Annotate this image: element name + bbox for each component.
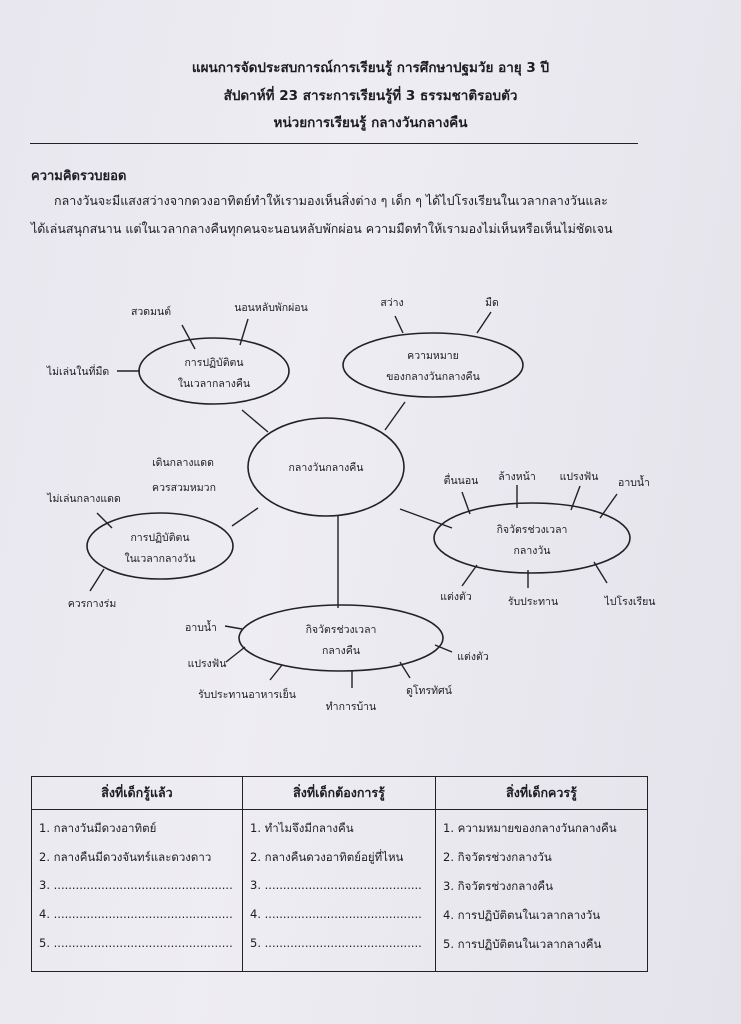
- day-activities-title-2: กลางวัน: [514, 545, 551, 557]
- list-item: 1. กลางวันมีดวงอาทิตย์: [39, 821, 157, 835]
- meaning-item: มืด: [485, 296, 499, 309]
- meaning-title-1: ความหมาย: [407, 350, 459, 362]
- plan-title: แผนการจัดประสบการณ์การเรียนรู้ การศึกษาป…: [191, 60, 550, 76]
- concept-paragraph-line-1: กลางวันจะมีแสงสว่างจากดวงอาทิตย์ทำให้เรา…: [54, 193, 608, 208]
- concept-heading: ความคิดรวบยอด: [31, 169, 127, 184]
- day-conduct-item: เดินกลางแดด: [152, 457, 214, 469]
- kwl-col-should: 1. ความหมายของกลางวันกลางคืน 2. กิจวัตรช…: [435, 809, 648, 972]
- night-activities-title-2: กลางคืน: [322, 644, 360, 657]
- day-conduct-ellipse: [86, 512, 234, 580]
- day-conduct-item: ไม่เล่นกลางแดด: [46, 492, 121, 505]
- night-activities-item: ดูโทรทัศน์: [406, 684, 452, 697]
- kwl-header-want: สิ่งที่เด็กต้องการรู้: [242, 776, 436, 810]
- meaning-ellipse: [342, 332, 524, 398]
- list-item: 5. .....................................…: [39, 936, 233, 950]
- list-item: 2. กิจวัตรช่วงกลางวัน: [443, 850, 552, 864]
- night-activities-item: รับประทานอาหารเย็น: [198, 687, 296, 701]
- day-conduct-item: ควรสวมหมวก: [152, 482, 216, 494]
- day-conduct-title-2: ในเวลากลางวัน: [124, 552, 195, 565]
- kwl-table: สิ่งที่เด็กรู้แล้ว สิ่งที่เด็กต้องการรู้…: [31, 776, 648, 972]
- kwl-header-known: สิ่งที่เด็กรู้แล้ว: [31, 776, 243, 810]
- list-item: 3. กิจวัตรช่วงกลางคืน: [443, 879, 553, 893]
- concept-paragraph-line-2: ได้เล่นสนุกสนาน แต่ในเวลากลางคืนทุกคนจะน…: [31, 221, 613, 236]
- day-conduct-item: ควรกางร่ม: [68, 598, 117, 610]
- list-item: 3. .....................................…: [39, 878, 233, 892]
- night-conduct-title-1: การปฏิบัติตน: [184, 357, 243, 369]
- night-activities-ellipse: [238, 604, 444, 672]
- list-item: 5. การปฏิบัติตนในเวลากลางคืน: [443, 937, 602, 951]
- kwl-col-want: 1. ทำไมจึงมีกลางคืน 2. กลางคืนดวงอาทิตย์…: [242, 809, 436, 972]
- day-activities-title-1: กิจวัตรช่วงเวลา: [497, 524, 568, 536]
- meaning-title-2: ของกลางวันกลางคืน: [386, 370, 480, 383]
- center-node-ellipse: [247, 417, 405, 517]
- list-item: 2. กลางคืนดวงอาทิตย์อยู่ที่ไหน: [250, 850, 404, 864]
- kwl-body-row: 1. กลางวันมีดวงอาทิตย์ 2. กลางคืนมีดวงจั…: [31, 809, 648, 972]
- day-activities-item: อาบน้ำ: [618, 475, 650, 489]
- night-conduct-item: ไม่เล่นในที่มืด: [46, 364, 109, 378]
- kwl-col-known: 1. กลางวันมีดวงอาทิตย์ 2. กลางคืนมีดวงจั…: [31, 809, 243, 972]
- day-activities-item: ล้างหน้า: [498, 471, 535, 483]
- day-activities-item: แปรงฟัน: [560, 471, 599, 483]
- night-activities-item: อาบน้ำ: [185, 620, 217, 634]
- list-item: 2. กลางคืนมีดวงจันทร์และดวงดาว: [39, 850, 212, 864]
- meaning-item: สว่าง: [380, 297, 403, 309]
- day-conduct-title-1: การปฏิบัติตน: [130, 532, 189, 544]
- night-activities-item: แต่งตัว: [457, 651, 489, 663]
- day-activities-item: รับประทาน: [508, 596, 558, 608]
- list-item: 4. .....................................…: [39, 907, 233, 921]
- list-item: 4. การปฏิบัติตนในเวลากลางวัน: [443, 908, 601, 922]
- kwl-header-should: สิ่งที่เด็กควรรู้: [435, 776, 648, 810]
- day-activities-item: ตื่นนอน: [444, 473, 479, 487]
- night-activities-title-1: กิจวัตรช่วงเวลา: [306, 624, 377, 636]
- list-item: 3. .....................................…: [250, 878, 422, 892]
- night-conduct-title-2: ในเวลากลางคืน: [178, 377, 250, 390]
- learning-unit-line: หน่วยการเรียนรู้ กลางวันกลางคืน: [273, 115, 468, 131]
- mind-map: กลางวันกลางคืน การปฏิบัติตน ในเวลากลางคื…: [46, 296, 656, 713]
- day-activities-item: แต่งตัว: [440, 591, 472, 603]
- night-activities-item: แปรงฟัน: [188, 658, 227, 670]
- list-item: 4. .....................................…: [250, 907, 422, 921]
- day-activities-item: ไปโรงเรียน: [604, 595, 656, 608]
- night-activities-item: ทำการบ้าน: [326, 701, 376, 713]
- night-conduct-ellipse: [138, 337, 290, 405]
- list-item: 1. ความหมายของกลางวันกลางคืน: [443, 821, 617, 835]
- night-conduct-item: นอนหลับพักผ่อน: [234, 302, 308, 314]
- night-conduct-item: สวดมนต์: [131, 305, 171, 318]
- week-subject-line: สัปดาห์ที่ 23 สาระการเรียนรู้ที่ 3 ธรรมช…: [223, 88, 518, 104]
- header-divider: [30, 143, 638, 144]
- list-item: 5. .....................................…: [250, 936, 422, 950]
- kwl-header-row: สิ่งที่เด็กรู้แล้ว สิ่งที่เด็กต้องการรู้…: [31, 776, 648, 810]
- day-activities-ellipse: [433, 502, 631, 574]
- list-item: 1. ทำไมจึงมีกลางคืน: [250, 821, 354, 835]
- center-node-label: กลางวันกลางคืน: [289, 461, 364, 474]
